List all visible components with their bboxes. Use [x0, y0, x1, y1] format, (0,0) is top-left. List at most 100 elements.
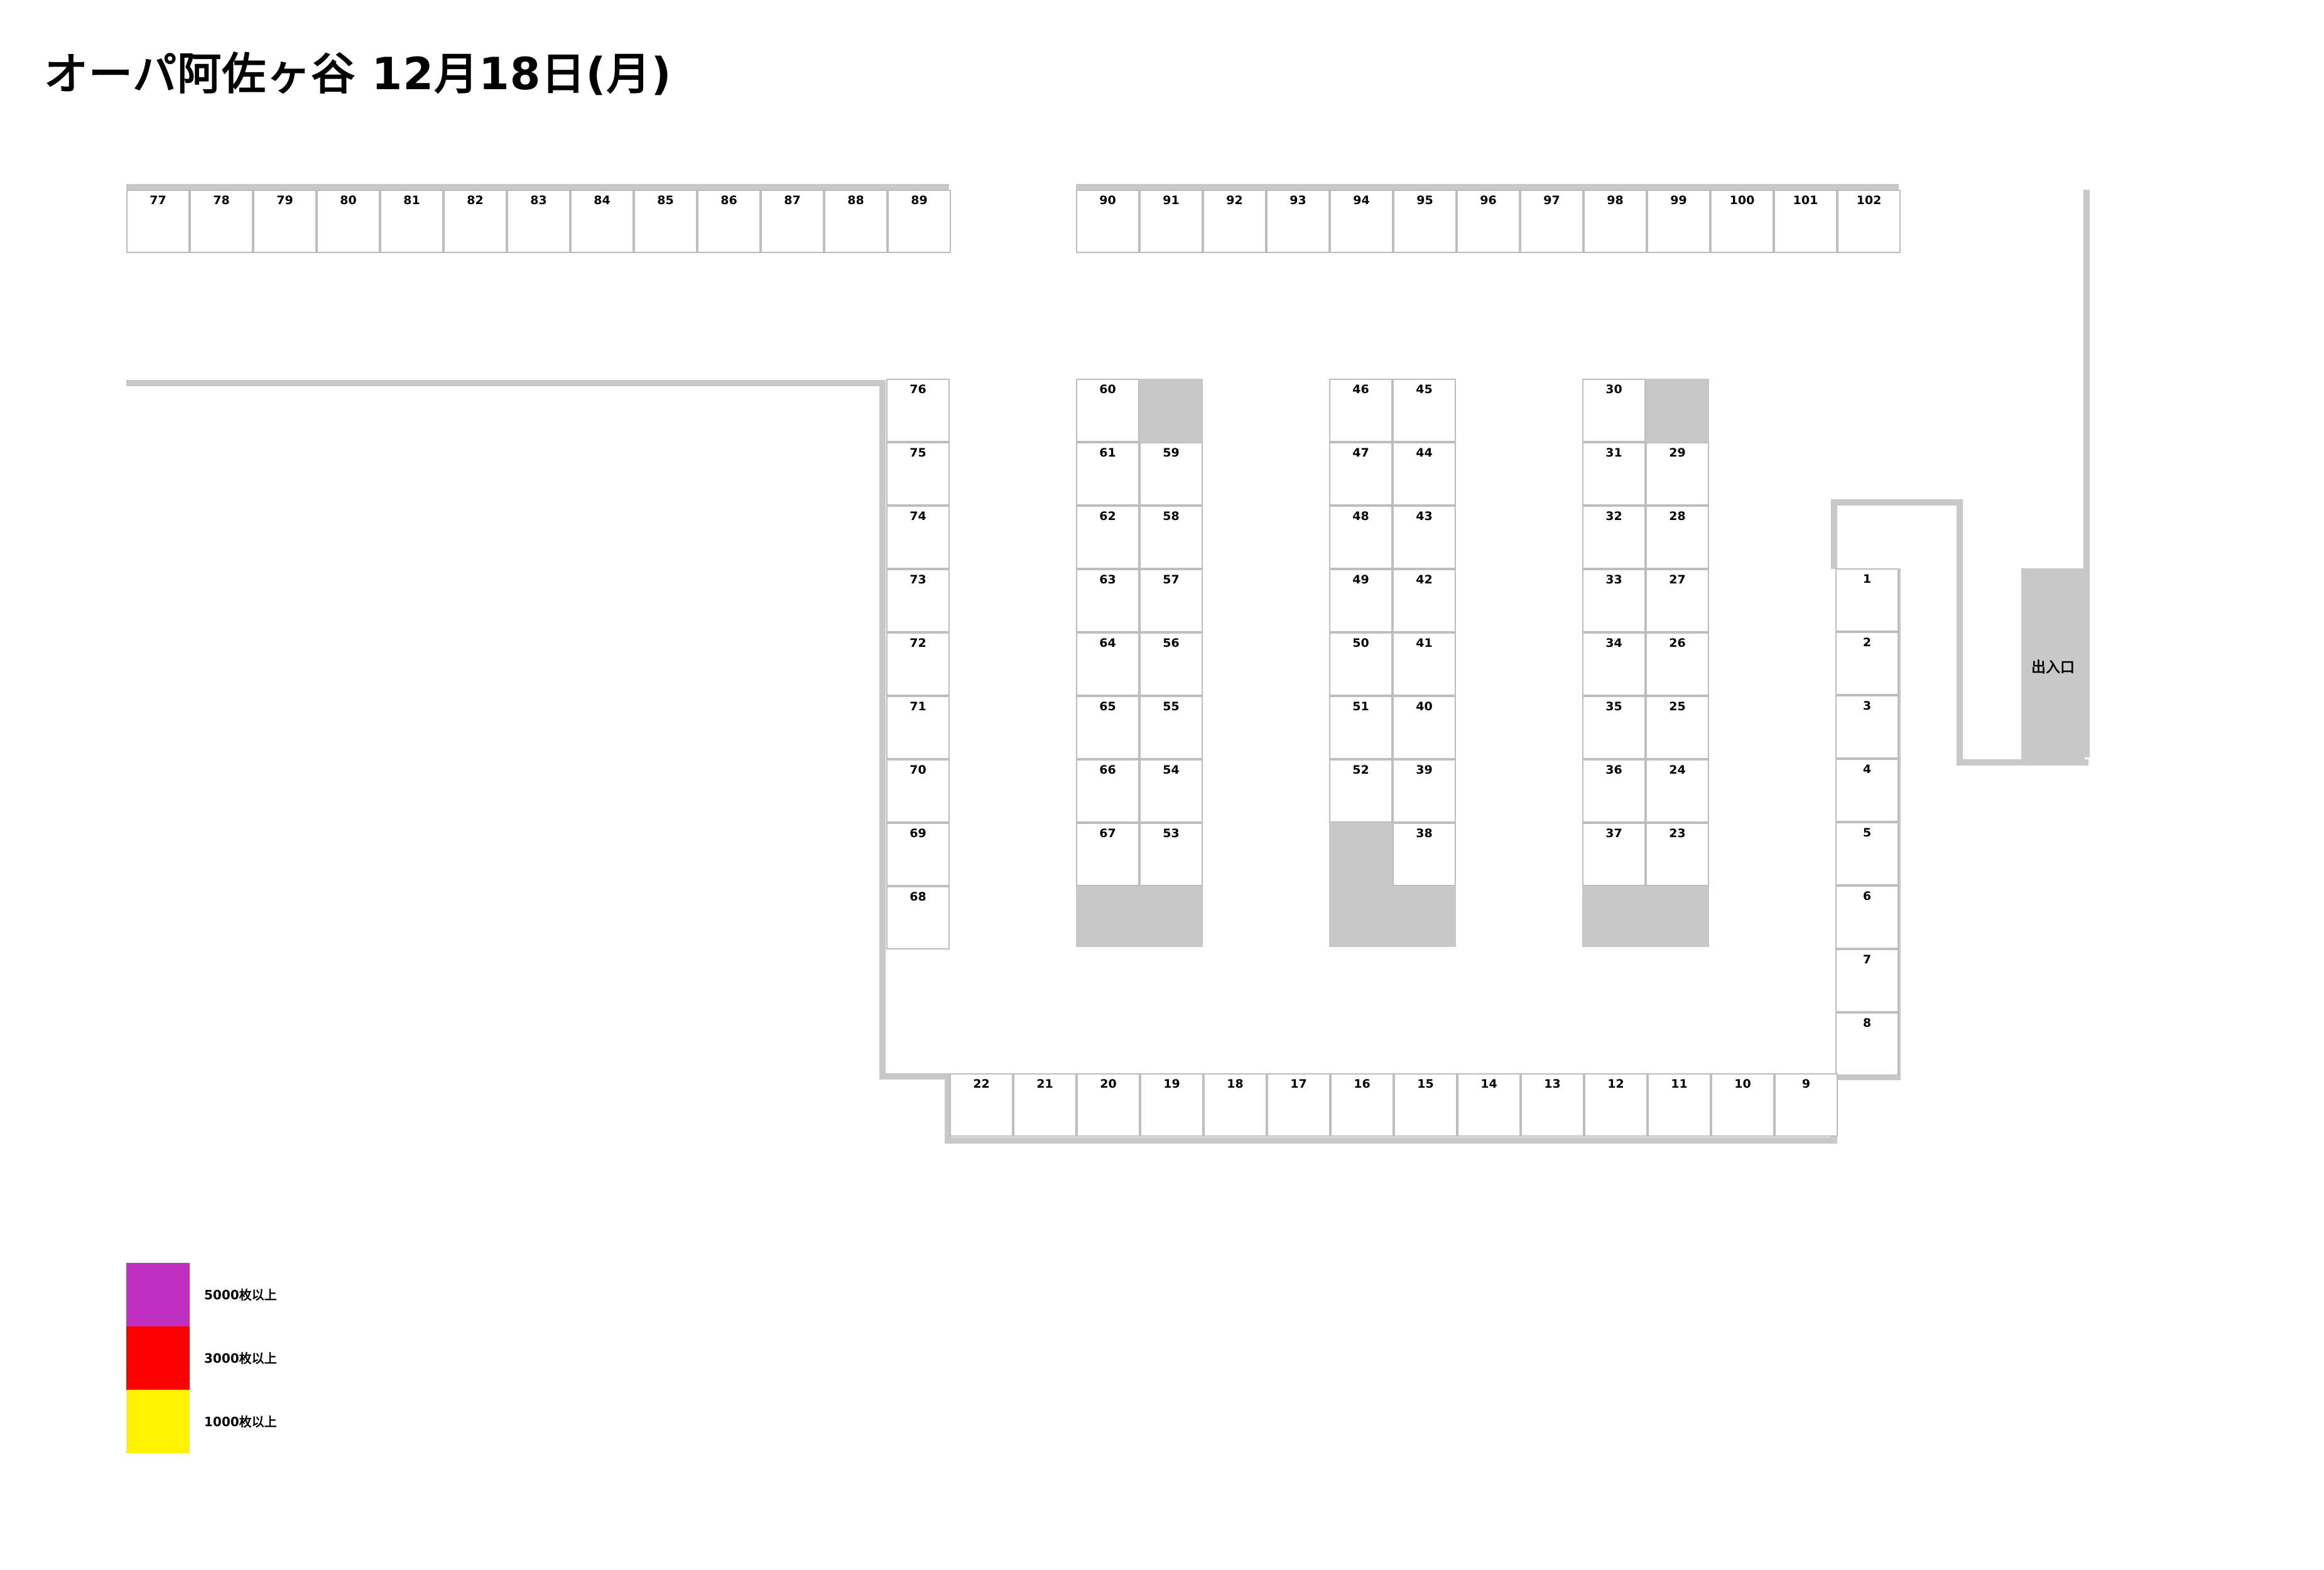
parking-slot: 7 [1835, 949, 1899, 1012]
parking-slot: 69 [886, 823, 950, 886]
legend-label-5000: 5000枚以上 [204, 1287, 277, 1302]
wall-bottom-step-left [945, 1073, 951, 1144]
parking-slot: 101 [1774, 190, 1837, 253]
parking-slot: 68 [886, 886, 950, 950]
parking-slot: 97 [1520, 190, 1583, 253]
parking-slot: 54 [1139, 759, 1203, 823]
parking-slot: 18 [1203, 1073, 1267, 1137]
parking-slot: 10 [1711, 1073, 1774, 1137]
parking-slot: 72 [886, 632, 950, 696]
parking-slot: 90 [1076, 190, 1139, 253]
parking-slot: 60 [1076, 379, 1139, 442]
parking-slot: 98 [1583, 190, 1647, 253]
parking-slot: 51 [1329, 696, 1393, 759]
parking-slot: 16 [1330, 1073, 1394, 1137]
parking-slot: 26 [1646, 632, 1709, 696]
parking-slot: 79 [253, 190, 317, 253]
parking-slot: 12 [1584, 1073, 1648, 1137]
parking-slot: 62 [1076, 506, 1139, 569]
parking-slot: 8 [1835, 1012, 1899, 1076]
parking-slot: 14 [1457, 1073, 1521, 1137]
legend-label-3000: 3000枚以上 [204, 1351, 277, 1366]
parking-slot: 22 [950, 1073, 1013, 1137]
parking-slot: 96 [1457, 190, 1520, 253]
parking-slot: 5 [1835, 822, 1899, 885]
empty-space [1076, 884, 1203, 947]
parking-slot: 47 [1329, 442, 1393, 506]
parking-slot: 78 [190, 190, 253, 253]
empty-space [1329, 820, 1393, 947]
parking-slot: 38 [1393, 823, 1456, 886]
parking-slot: 70 [886, 759, 950, 823]
wall-far-right [2083, 190, 2090, 757]
wall-left-vertical [879, 380, 886, 1078]
parking-slot: 36 [1582, 759, 1646, 823]
parking-slot: 100 [1710, 190, 1774, 253]
parking-slot: 66 [1076, 759, 1139, 823]
wall-mid-horizontal [126, 380, 883, 386]
parking-slot: 67 [1076, 823, 1139, 886]
parking-slot: 4 [1835, 759, 1899, 822]
parking-slot: 9 [1774, 1073, 1838, 1137]
wall-bottom [945, 1137, 1837, 1144]
parking-slot: 13 [1521, 1073, 1584, 1137]
parking-slot: 94 [1330, 190, 1393, 253]
parking-slot: 84 [570, 190, 634, 253]
wall-entry-top [1831, 499, 1963, 506]
parking-slot: 88 [824, 190, 888, 253]
parking-slot: 91 [1139, 190, 1203, 253]
parking-slot: 59 [1139, 442, 1203, 506]
parking-slot: 24 [1646, 759, 1709, 823]
parking-slot: 2 [1835, 632, 1899, 695]
parking-slot: 86 [697, 190, 761, 253]
parking-slot: 63 [1076, 569, 1139, 632]
parking-slot: 85 [634, 190, 697, 253]
parking-slot: 53 [1139, 823, 1203, 886]
parking-slot: 87 [761, 190, 824, 253]
parking-slot: 20 [1077, 1073, 1140, 1137]
parking-slot: 102 [1837, 190, 1901, 253]
parking-slot: 49 [1329, 569, 1393, 632]
parking-slot: 28 [1646, 506, 1709, 569]
parking-slot: 17 [1267, 1073, 1330, 1137]
wall-right-foot [1831, 1074, 1900, 1080]
legend-swatch-1000 [126, 1390, 190, 1453]
parking-slot: 32 [1582, 506, 1646, 569]
wall-entry-vertical [1957, 504, 1963, 766]
parking-slot: 39 [1393, 759, 1456, 823]
parking-slot: 48 [1329, 506, 1393, 569]
parking-slot: 40 [1393, 696, 1456, 759]
parking-slot: 80 [317, 190, 380, 253]
parking-slot: 64 [1076, 632, 1139, 696]
parking-slot: 44 [1393, 442, 1456, 506]
parking-slot: 6 [1835, 885, 1899, 949]
legend-label-1000: 1000枚以上 [204, 1414, 277, 1429]
parking-slot: 11 [1648, 1073, 1711, 1137]
parking-slot: 92 [1203, 190, 1266, 253]
parking-slot: 75 [886, 442, 950, 506]
parking-slot: 56 [1139, 632, 1203, 696]
parking-slot: 15 [1394, 1073, 1457, 1137]
wall-entry-left [1831, 501, 1837, 569]
parking-slot: 58 [1139, 506, 1203, 569]
parking-slot: 33 [1582, 569, 1646, 632]
parking-slot: 34 [1582, 632, 1646, 696]
empty-space [1139, 379, 1203, 442]
parking-slot: 93 [1266, 190, 1330, 253]
parking-slot: 61 [1076, 442, 1139, 506]
parking-slot: 65 [1076, 696, 1139, 759]
empty-space [1582, 884, 1709, 947]
parking-slot: 35 [1582, 696, 1646, 759]
parking-slot: 37 [1582, 823, 1646, 886]
parking-slot: 83 [507, 190, 570, 253]
parking-slot: 30 [1582, 379, 1646, 442]
parking-slot: 42 [1393, 569, 1456, 632]
wall-top-right [1076, 184, 1899, 190]
parking-slot: 29 [1646, 442, 1709, 506]
wall-left-foot [879, 1073, 948, 1080]
parking-slot: 57 [1139, 569, 1203, 632]
parking-slot: 25 [1646, 696, 1709, 759]
parking-slot: 41 [1393, 632, 1456, 696]
parking-slot: 23 [1646, 823, 1709, 886]
parking-slot: 89 [888, 190, 951, 253]
